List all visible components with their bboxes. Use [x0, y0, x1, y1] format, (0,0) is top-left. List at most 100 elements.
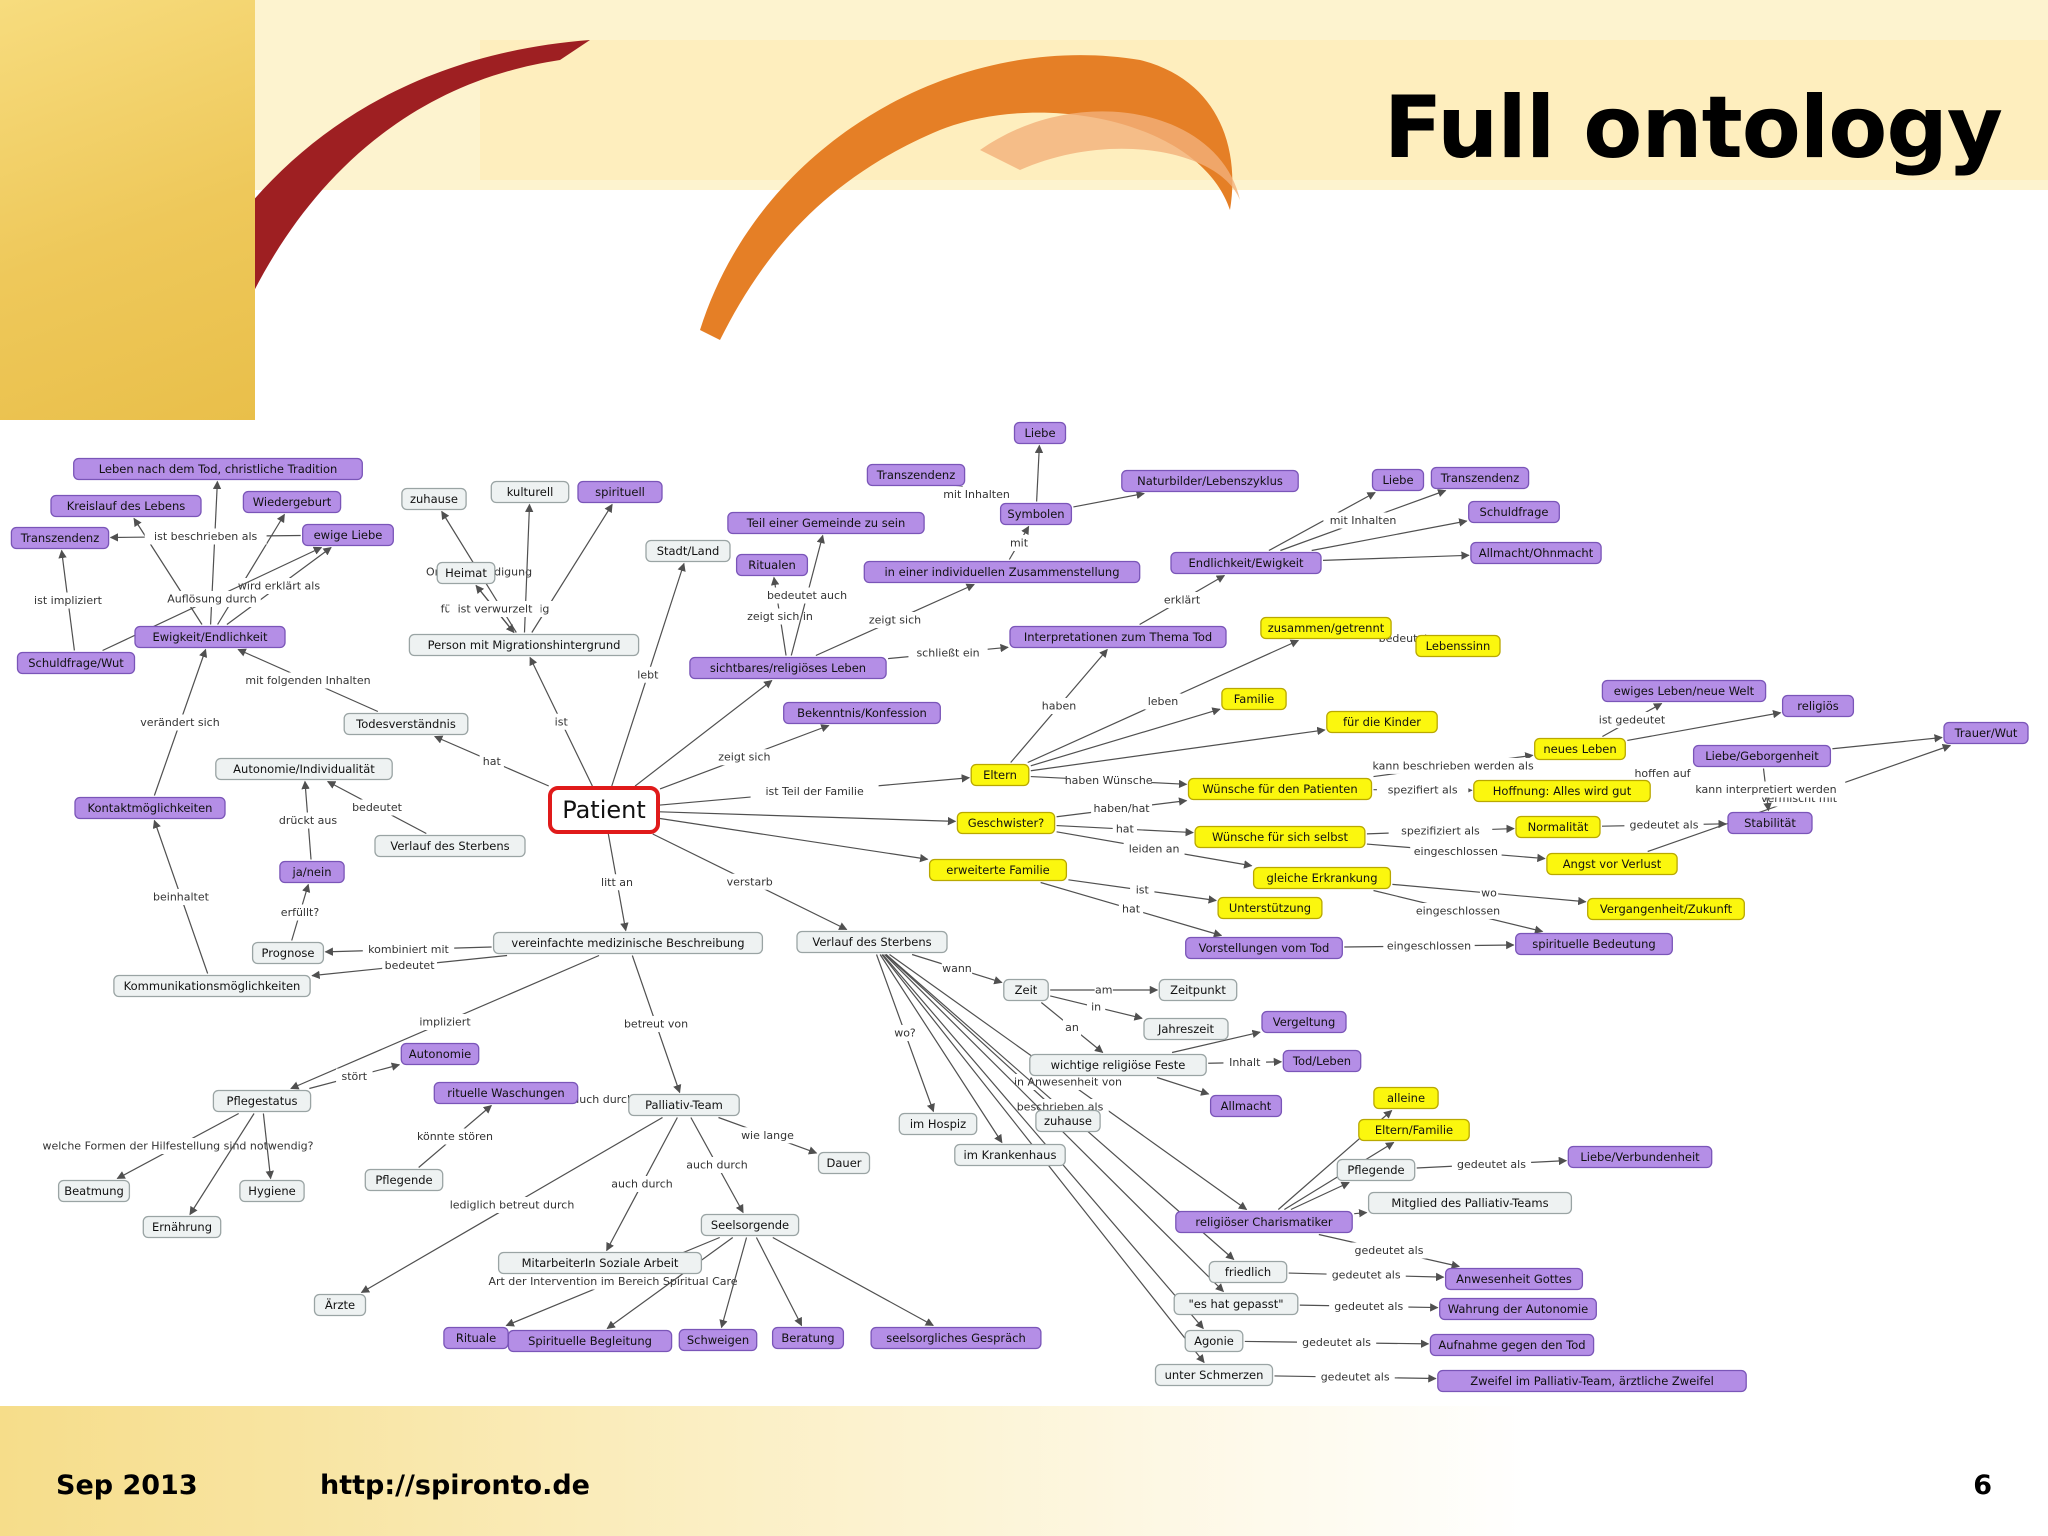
node-label: Pflegende [1347, 1163, 1404, 1177]
edge-label-bg [1315, 1369, 1395, 1386]
edge-label: ist gedeutet [1599, 714, 1666, 727]
node-label: Familie [1234, 692, 1274, 706]
edge-label: eingeschlossen [1416, 905, 1500, 918]
node-label: im Hospiz [910, 1117, 966, 1131]
edge-label-bg [479, 753, 504, 770]
node-n_individuell: in einer individuellen Zusammenstellung [863, 560, 1141, 584]
edge-label-bg [1451, 1156, 1532, 1173]
edge-label-bg [438, 1197, 586, 1213]
node-label: Wiedergeburt [253, 495, 332, 509]
node-label: zuhause [410, 492, 458, 506]
edge-label: bedeutet [352, 801, 403, 814]
node-label: Lebenssinn [1426, 639, 1491, 653]
footer-url[interactable]: http://spironto.de [320, 1470, 590, 1501]
edge-label-bg [549, 713, 574, 730]
node-label: religiös [1797, 699, 1838, 713]
edge-label-bg [569, 1091, 637, 1108]
node-label: Schuldfrage/Wut [28, 656, 124, 670]
edge-label-bg [31, 1138, 325, 1154]
node-label: Mitglied des Palliativ-Teams [1391, 1196, 1548, 1210]
node-n_vergangenheit: Vergangenheit/Zukunft [1587, 897, 1745, 921]
node-label: ewige Liebe [314, 528, 383, 542]
node-label: Vergangenheit/Zukunft [1600, 902, 1733, 916]
hands-photo [0, 0, 255, 420]
edge-label-bg [1123, 840, 1185, 857]
node-label: Liebe [1382, 473, 1413, 487]
node-label: Schweigen [687, 1333, 749, 1347]
node-n_erweiterte: erweiterte Familie [928, 858, 1068, 882]
node-n_dauer: Dauer [817, 1151, 871, 1175]
node-label: Allmacht/Ohnmacht [1479, 546, 1594, 560]
edge-label: Auflösung durch [167, 593, 257, 606]
page-number: 6 [1973, 1470, 1992, 1501]
node-label: Liebe/Geborgenheit [1705, 749, 1819, 763]
node-n_eltern: Eltern [970, 763, 1030, 787]
node-label: in einer individuellen Zusammenstellung [884, 565, 1119, 579]
node-label: neues Leben [1543, 742, 1616, 756]
edge-label: eingeschlossen [1414, 845, 1498, 858]
edge-label-bg [22, 592, 114, 609]
node-n_familie: Familie [1221, 687, 1287, 711]
node-n_allmacht2: Allmacht [1209, 1094, 1283, 1118]
node-label: Vergeltung [1273, 1015, 1336, 1029]
edge-label: gedeutet als [1355, 1244, 1424, 1257]
edge-label-bg [382, 957, 437, 974]
edge-label: zeigt sich in [747, 610, 813, 623]
edge-label: mit folgenden Inhalten [245, 674, 370, 687]
node-label: zuhause [1044, 1114, 1092, 1128]
node-n_zeit: Zeit [1003, 978, 1049, 1002]
edge-label-bg [1592, 712, 1672, 728]
edge-label: gedeutet als [1334, 1300, 1403, 1313]
edge-label-bg [144, 528, 267, 545]
edge-label: wann [942, 962, 972, 975]
node-label: ewiges Leben/neue Welt [1614, 684, 1755, 698]
edge-label: schließt ein [916, 646, 979, 659]
node-label: Beratung [781, 1331, 834, 1345]
node-n_prognose: Prognose [251, 941, 325, 965]
footer-band [0, 1406, 2048, 1536]
edge-label-bg [362, 941, 455, 958]
node-label: "es hat gepasst" [1188, 1297, 1283, 1311]
edge-label: kann beschrieben werden als [1372, 759, 1534, 772]
edge-label-bg [349, 799, 405, 816]
edge-label: ist impliziert [34, 594, 103, 607]
edge-label: wo [1481, 887, 1497, 900]
node-n_palliativ: Palliativ-Team [628, 1093, 740, 1117]
edge-label-bg [469, 1273, 757, 1290]
edge-label-bg [1326, 1267, 1406, 1284]
edge-label-bg [710, 749, 778, 766]
node-label: Ritualen [748, 558, 796, 572]
edge-patient-n_geschwister [659, 811, 957, 826]
node-label: Endlichkeit/Ewigkeit [1189, 556, 1304, 570]
node-n_vereinfachte: vereinfachte medizinische Beschreibung [492, 931, 764, 955]
node-label: wichtige religiöse Feste [1051, 1058, 1186, 1072]
node-label: Pflegende [375, 1173, 432, 1187]
node-n_wuensche_selbst: Wünsche für sich selbst [1194, 825, 1366, 849]
edge-label-bg [1118, 901, 1144, 917]
node-n_spirituell: spirituell [577, 480, 663, 504]
node-n_pflegende2: Pflegende [1336, 1158, 1416, 1182]
node-label: gleiche Erkrankung [1266, 871, 1377, 885]
edge-label: mit Inhalten [1330, 514, 1397, 527]
node-n_kontakt: Kontaktmöglichkeiten [74, 796, 226, 820]
node-label: Heimat [445, 566, 487, 580]
node-n_naturbilder: Naturbilder/Lebenszyklus [1121, 469, 1299, 493]
node-label: Person mit Migrationshintergrund [428, 638, 621, 652]
node-label: Rituale [456, 1331, 496, 1345]
node-n_spir_bedeutung: spirituelle Bedeutung [1515, 932, 1673, 956]
node-label: unter Schmerzen [1165, 1368, 1264, 1382]
node-label: Aufnahme gegen den Tod [1438, 1338, 1585, 1352]
node-label: Symbolen [1007, 507, 1064, 521]
edge-n_eltern-n_kinder [1030, 726, 1326, 772]
edge-label: erklärt [1164, 594, 1201, 607]
node-label: Verlauf des Sterbens [812, 935, 931, 949]
node-n_beatmung: Beatmung [57, 1179, 131, 1203]
edge-label: haben/hat [1093, 802, 1150, 815]
slide-header-decoration [0, 0, 2048, 420]
edge-label: auch durch [686, 1159, 748, 1172]
edge-n_charismatiker-n_pflegende2 [1290, 1181, 1350, 1211]
edge-patient-n_sichtbares [634, 679, 773, 787]
edge-label: wo? [894, 1027, 916, 1040]
edge-n_symbolen-n_naturbilder [1073, 490, 1145, 508]
edge-n_charismatiker-n_mitglied [1354, 1209, 1368, 1218]
